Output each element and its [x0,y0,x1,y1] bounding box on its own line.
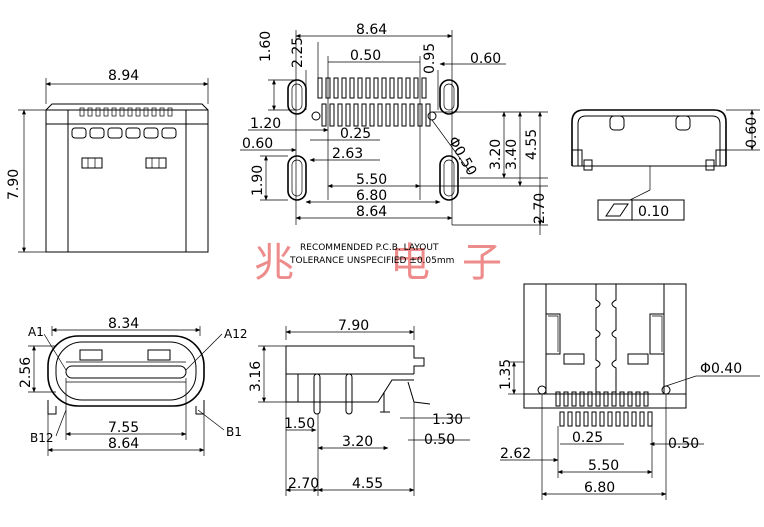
front-view: 8.34 A1 A12 2.56 7.55 8.64 B12 B1 [18,316,247,456]
dim-pcb-1-20: 1.20 [250,116,281,132]
pcb-slot-upper-left [287,79,307,115]
dim-pcb-pitch: 0.50 [350,48,381,64]
pcb-pads-top-row [317,77,427,99]
dim-front-8-34: 8.34 [108,316,139,332]
dim-bottom-0-25: 0.25 [572,430,603,446]
dim-pcb-5-50: 5.50 [356,172,387,188]
watermark-char-1: 兆 [254,240,294,286]
dim-pcb-2-70: 2.70 [532,193,548,224]
dim-pcb-4-55: 4.55 [524,129,540,160]
bottom-view-lower-pins [559,411,653,427]
watermark-char-2: 电 [390,240,430,286]
label-b1: B1 [226,425,242,439]
dim-side-3-16: 3.16 [248,361,264,392]
front-view-shell [47,335,205,407]
right-side-view: 0.60 0.10 [571,109,760,221]
flatness-tolerance-frame [597,199,685,221]
dim-top-height: 7.90 [6,169,22,200]
dim-pcb-0-60: 0.60 [242,136,273,152]
dim-side-0-60: 0.60 [744,117,760,148]
dim-bottom-dia: Φ0.40 [700,361,742,377]
pcb-layout: 8.64 0.50 0.60 1.60 2.25 0.95 [240,22,548,266]
flatness-value: 0.10 [638,204,669,220]
top-view-outline [45,109,209,253]
flatness-icon [605,203,629,217]
dim-pcb-3-20: 3.20 [488,139,504,170]
side-view: 7.90 3.16 1.50 1.30 3.20 0.50 2.70 4.55 [248,318,470,496]
note-tolerance: TOLERANCE UNSPECIFIED ±0.05mm [289,256,454,266]
dim-bottom-2-62: 2.62 [500,446,531,462]
top-view-contacts [79,107,173,117]
dim-pcb-2-63: 2.63 [332,146,363,162]
watermark-char-3: 子 [462,240,502,286]
dim-side-0-50: 0.50 [424,432,455,448]
dim-side-3-20: 3.20 [342,434,373,450]
dim-front-7-55: 7.55 [108,420,139,436]
label-b12: B12 [30,431,54,445]
dim-side-1-30: 1.30 [432,412,463,428]
dim-pcb-1-60: 1.60 [258,31,274,62]
dim-side-4-55: 4.55 [352,476,383,492]
top-view: 8.94 7.90 [6,68,209,253]
dim-bottom-5-50: 5.50 [588,458,619,474]
dim-pcb-2-25: 2.25 [290,37,306,68]
dim-side-1-50: 1.50 [284,416,315,432]
note-recommended-layout: RECOMMENDED P.C.B. LAYOUT [300,243,439,253]
dim-bottom-6-80: 6.80 [584,480,615,496]
dim-front-2-56: 2.56 [18,357,34,388]
dim-pcb-0-95: 0.95 [422,43,438,74]
top-view-slots [71,127,177,139]
dim-pcb-pad-width: 0.60 [470,51,501,67]
pcb-pads-bottom-row [321,103,431,127]
pcb-slot-upper-right [439,79,459,115]
dim-front-8-64: 8.64 [108,436,139,452]
dim-side-7-90: 7.90 [338,318,369,334]
pcb-slot-lower-left [287,155,307,201]
dim-pcb-6-80: 6.80 [356,188,387,204]
dim-pcb-0-25: 0.25 [340,126,371,142]
dim-side-2-70: 2.70 [288,476,319,492]
bottom-view-upper-pins [555,391,649,407]
label-a1: A1 [28,325,44,339]
dim-top-width: 8.94 [108,68,139,84]
dim-pcb-8-64: 8.64 [356,204,387,220]
dim-pcb-top-width: 8.64 [356,22,387,38]
pcb-slot-lower-right [439,155,459,201]
dim-pcb-3-40: 3.40 [504,139,520,170]
watermark: 兆 电 子 [254,240,502,286]
dim-bottom-0-50: 0.50 [668,436,699,452]
label-a12: A12 [224,327,247,341]
dim-bottom-1-35: 1.35 [498,359,514,390]
dim-pcb-1-90: 1.90 [250,165,266,196]
bottom-view: 1.35 Φ0.40 0.25 0.50 2.62 5.50 6.80 [498,283,760,500]
